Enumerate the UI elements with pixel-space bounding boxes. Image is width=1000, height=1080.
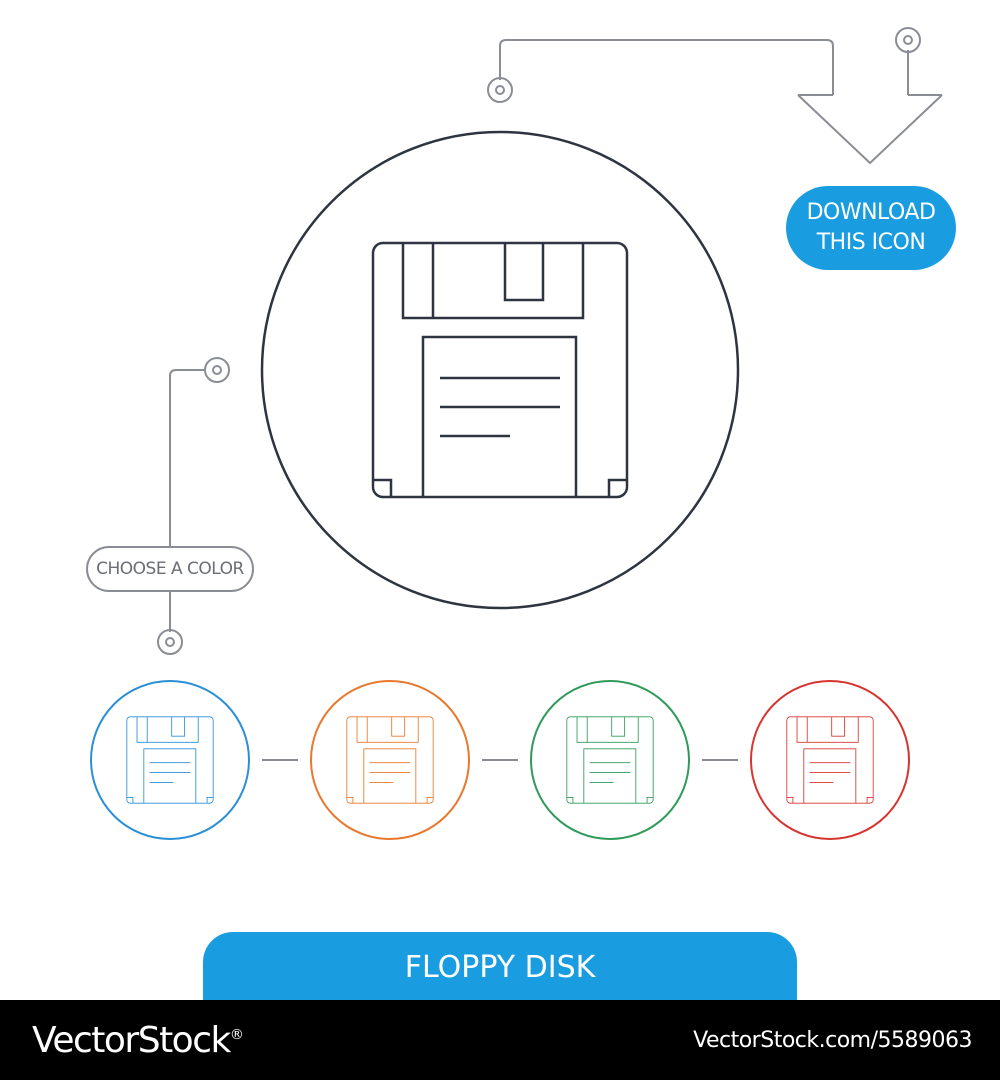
color-option-red[interactable]: [750, 680, 910, 840]
vectorstock-logo: VectorStock®: [32, 1019, 244, 1061]
connector-marker: [204, 357, 230, 383]
main-icon-frame: [260, 130, 740, 610]
connector-lines: [169, 39, 943, 632]
connector-marker: [157, 629, 183, 655]
color-option-frame: [90, 680, 250, 840]
icon-title: FLOPPY DISK: [404, 949, 596, 985]
color-option-blue[interactable]: [90, 680, 250, 840]
color-option-orange[interactable]: [310, 680, 470, 840]
color-option-frame: [310, 680, 470, 840]
choose-color-button[interactable]: CHOOSE A COLOR: [86, 546, 254, 592]
watermark-footer: VectorStock® VectorStock.com/5589063: [0, 1000, 1000, 1080]
image-id-text: VectorStock.com/5589063: [693, 1027, 972, 1053]
download-button-line2: THIS ICON: [816, 230, 926, 255]
floppy-disk-icon: [371, 241, 629, 499]
color-option-frame: [530, 680, 690, 840]
color-option-frame: [750, 680, 910, 840]
illustration-canvas: [90, 27, 943, 840]
download-icon-button[interactable]: DOWNLOAD THIS ICON: [786, 186, 956, 270]
download-button-line1: DOWNLOAD: [806, 200, 936, 225]
choose-color-label: CHOOSE A COLOR: [96, 559, 244, 579]
connector-marker: [895, 27, 921, 53]
connector-marker: [487, 77, 513, 103]
color-option-green[interactable]: [530, 680, 690, 840]
